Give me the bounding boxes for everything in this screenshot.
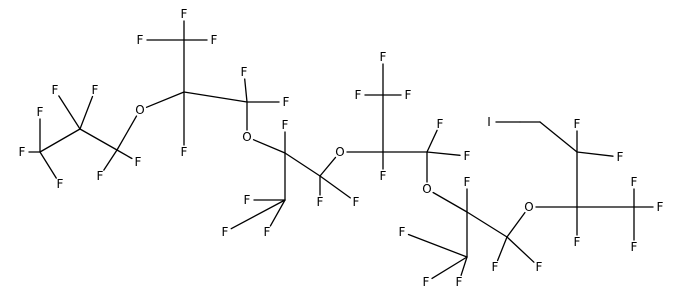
atom-label-f3: F bbox=[57, 177, 64, 191]
bond-C3-F6 bbox=[103, 149, 118, 171]
bond-layer bbox=[28, 20, 654, 280]
atom-label-f6: F bbox=[97, 169, 104, 183]
bond-C18-F33 bbox=[576, 151, 614, 157]
atom-label-f33: F bbox=[617, 150, 624, 164]
bond-C15-F31 bbox=[506, 236, 535, 263]
atom-label-f11: F bbox=[181, 145, 188, 159]
bond-C14-F27 bbox=[431, 256, 468, 280]
atom-label-f29: F bbox=[464, 175, 471, 189]
atom-label-f32: F bbox=[574, 117, 581, 131]
atom-label-f23: F bbox=[380, 169, 387, 183]
atom-label-f5: F bbox=[92, 83, 99, 97]
atom-label-f12: F bbox=[241, 65, 248, 79]
atom-label-f4: F bbox=[52, 83, 59, 97]
atom-label-f15: F bbox=[222, 225, 229, 239]
bond-O2-C7 bbox=[252, 139, 286, 154]
atom-label-f9: F bbox=[137, 33, 144, 47]
bond-C4-C6 bbox=[183, 91, 248, 103]
bond-C18-C19 bbox=[539, 121, 578, 153]
atom-label-f24: F bbox=[437, 117, 444, 131]
atom-label-f34: F bbox=[574, 235, 581, 249]
atom-label-o1: O bbox=[135, 103, 144, 117]
atom-label-f37: F bbox=[631, 240, 638, 254]
bond-C2-F5 bbox=[79, 95, 94, 130]
atom-label-f17: F bbox=[282, 118, 289, 132]
bond-C8-F16 bbox=[269, 199, 286, 227]
atom-label-f20: F bbox=[380, 50, 387, 64]
atom-label-o3: O bbox=[335, 145, 344, 159]
atom-label-f8: F bbox=[181, 7, 188, 21]
bond-C3-O1 bbox=[116, 115, 138, 151]
atom-label-f19: F bbox=[353, 195, 360, 209]
atom-label-f2: F bbox=[37, 105, 44, 119]
atom-label-o2: O bbox=[242, 130, 251, 144]
bond-C13-C15 bbox=[466, 211, 508, 238]
bond-C2-C3 bbox=[79, 128, 118, 151]
bond-C3-F7 bbox=[116, 149, 133, 160]
atom-label-f36: F bbox=[657, 200, 664, 214]
atom-label-f28: F bbox=[456, 275, 463, 289]
atom-label-o5: O bbox=[524, 200, 533, 214]
bond-C9-O3 bbox=[319, 156, 337, 177]
bond-C9-F19 bbox=[319, 175, 351, 199]
bond-C15-O5 bbox=[506, 211, 526, 238]
atom-label-i1: I bbox=[487, 115, 491, 129]
atom-label-f30: F bbox=[492, 260, 499, 274]
atom-label-f26: F bbox=[399, 225, 406, 239]
bond-O1-C4 bbox=[145, 91, 185, 108]
bond-C7-C9 bbox=[284, 152, 321, 177]
bond-C12-F24 bbox=[426, 129, 438, 153]
bond-C14-F28 bbox=[460, 256, 468, 276]
bond-C1-C2 bbox=[39, 128, 81, 153]
atom-label-f25: F bbox=[464, 149, 471, 163]
atom-label-f7: F bbox=[135, 155, 142, 169]
atom-label-f16: F bbox=[264, 225, 271, 239]
atom-label-f27: F bbox=[423, 275, 430, 289]
atom-label-f18: F bbox=[317, 195, 324, 209]
bond-C1-F3 bbox=[39, 151, 57, 179]
bond-C15-F30 bbox=[496, 236, 508, 262]
bond-C6-F12 bbox=[244, 78, 248, 103]
atom-label-f13: F bbox=[283, 95, 290, 109]
atom-label-f14: F bbox=[244, 193, 251, 207]
atom-label-o4: O bbox=[422, 182, 431, 196]
atom-label-f31: F bbox=[536, 260, 543, 274]
atom-label-f21: F bbox=[355, 88, 362, 102]
atom-label-f1: F bbox=[19, 145, 26, 159]
bond-C8-F15 bbox=[230, 199, 286, 230]
bond-C2-F4 bbox=[58, 95, 81, 130]
atom-label-f22: F bbox=[405, 88, 412, 102]
bond-C12-F25 bbox=[426, 151, 461, 156]
bond-C14-F26 bbox=[407, 233, 468, 258]
atom-label-f35: F bbox=[631, 175, 638, 189]
bond-O4-C13 bbox=[432, 191, 468, 213]
atom-label-f10: F bbox=[211, 33, 218, 47]
